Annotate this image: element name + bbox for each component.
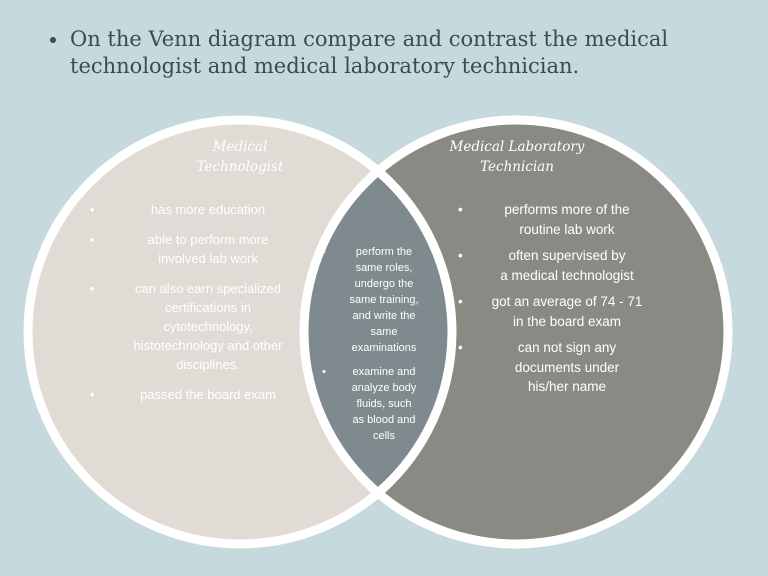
overlap-item: examine and analyze body fluids, such as… xyxy=(322,364,430,444)
left-item: has more education xyxy=(90,200,310,219)
right-item: can not sign any documents under his/her… xyxy=(458,338,658,397)
left-item: can also earn specialized certifications… xyxy=(90,279,310,374)
right-circle-title: Medical Laboratory Technician xyxy=(449,139,585,175)
right-item: got an average of 74 - 71 in the board e… xyxy=(458,292,658,331)
right-items-list: performs more of the routine lab work of… xyxy=(458,200,658,404)
heading-text: On the Venn diagram compare and contrast… xyxy=(70,27,669,78)
left-items-list: has more education able to perform more … xyxy=(90,200,310,415)
right-item: often supervised by a medical technologi… xyxy=(458,246,658,285)
overlap-items-list: perform the same roles, undergo the same… xyxy=(322,244,430,452)
left-circle-outline xyxy=(23,115,457,549)
bullet-icon xyxy=(50,37,56,43)
left-circle-title: Medical Technologist xyxy=(196,139,284,175)
overlap-item: perform the same roles, undergo the same… xyxy=(322,244,430,356)
left-item: passed the board exam xyxy=(90,385,310,404)
right-item: performs more of the routine lab work xyxy=(458,200,658,239)
left-item: able to perform more involved lab work xyxy=(90,230,310,268)
heading: On the Venn diagram compare and contrast… xyxy=(46,26,686,80)
